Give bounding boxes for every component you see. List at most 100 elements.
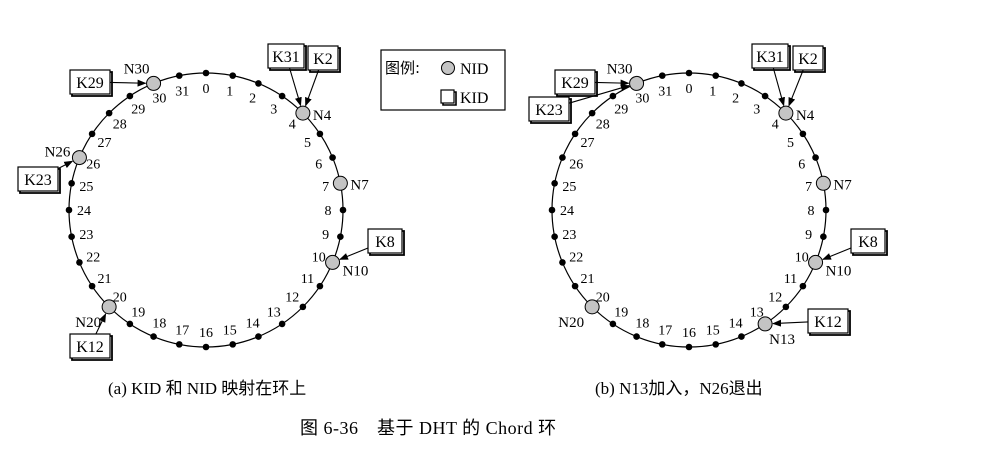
ring-id-label: 19 <box>614 305 628 320</box>
ring-id-label: 7 <box>805 180 812 195</box>
ring-id-label: 6 <box>315 157 322 172</box>
ring-slot-dot <box>685 69 693 77</box>
node-n10 <box>325 254 341 270</box>
caption-b: (b) N13加入，N26退出 <box>595 379 763 398</box>
ring-id-label: 25 <box>562 180 576 195</box>
ring-slot-dot <box>548 206 556 214</box>
ring-id-label: 2 <box>249 91 256 106</box>
ring-id-label: 25 <box>79 180 93 195</box>
node-label: N7 <box>350 177 369 193</box>
ring-id-label: 23 <box>79 228 93 243</box>
ring-slot-dot <box>229 72 237 79</box>
key-arrow <box>568 84 630 104</box>
ring-id-label: 2 <box>732 91 739 106</box>
key-box-shadow <box>794 47 826 73</box>
key-label: K29 <box>76 75 104 92</box>
ring-slot-dot <box>202 69 210 77</box>
node-n30 <box>629 75 645 91</box>
node-label: N7 <box>833 177 852 193</box>
ring-id-label: 8 <box>325 204 332 219</box>
key-box-shadow <box>852 230 888 256</box>
ring-id-label: 18 <box>152 317 166 332</box>
ring-id-label: 28 <box>113 118 127 133</box>
ring-id-label: 28 <box>596 118 610 133</box>
key-label: K2 <box>798 51 818 68</box>
key-arrow <box>57 160 74 170</box>
ring-id-label: 22 <box>569 251 583 266</box>
ring-slot-dot <box>88 130 96 138</box>
key-box-shadow <box>71 71 113 97</box>
key-box-shadow <box>19 168 61 194</box>
ring-id-label: 14 <box>246 317 260 332</box>
ring-slot-dot <box>588 109 596 117</box>
ring-slot-dot <box>202 343 210 351</box>
ring-id-label: 13 <box>750 305 764 320</box>
ring-id-label: 0 <box>686 82 693 97</box>
ring-id-label: 11 <box>301 272 314 287</box>
key-box-k23 <box>528 96 570 122</box>
legend-key-label: KID <box>460 90 488 107</box>
key-label: K31 <box>756 49 784 66</box>
node-label: N10 <box>826 263 852 279</box>
legend-title: 图例: <box>385 59 420 77</box>
ring-id-label: 27 <box>581 136 595 151</box>
ring-id-label: 31 <box>658 84 672 99</box>
ring-id-label: 17 <box>658 324 672 339</box>
ring-slot-dot <box>255 80 262 87</box>
ring-slot-dot <box>316 282 324 290</box>
key-box-k29 <box>69 69 111 95</box>
node-n30 <box>146 75 162 91</box>
ring-slot-dot <box>571 130 579 138</box>
legend-key-icon <box>440 89 455 104</box>
ring-slot-dot <box>337 233 344 241</box>
ring-id-label: 30 <box>635 91 649 106</box>
ring-slot-dot <box>812 154 819 161</box>
ring-id-label: 3 <box>753 103 760 118</box>
key-label: K29 <box>561 75 589 92</box>
ring-id-label: 12 <box>768 290 782 305</box>
node-n7 <box>815 175 831 191</box>
ring-slot-dot <box>65 206 73 214</box>
node-label: N20 <box>558 315 584 331</box>
ring-id-label: 31 <box>175 84 189 99</box>
node-label: N30 <box>607 61 633 77</box>
key-arrow <box>339 247 369 260</box>
ring-id-label: 14 <box>729 317 743 332</box>
legend-node-label: NID <box>460 61 488 78</box>
key-label: K8 <box>375 234 395 251</box>
key-box-k8 <box>850 228 886 254</box>
key-box-k31 <box>751 43 789 69</box>
ring-slot-dot <box>126 92 134 100</box>
legend-key-icon-shadow <box>442 91 457 106</box>
key-box-k2 <box>307 45 339 71</box>
ring-slot-dot <box>782 303 790 311</box>
ring-slot-dot <box>559 259 566 266</box>
key-arrow <box>772 319 809 327</box>
ring-id-label: 9 <box>322 228 329 243</box>
ring-id-label: 5 <box>304 136 311 151</box>
key-box-k12 <box>69 333 111 359</box>
ring-id-label: 26 <box>569 157 583 172</box>
node-label: N20 <box>75 315 101 331</box>
key-arrow <box>772 67 785 107</box>
ring-slot-dot <box>105 109 113 117</box>
ring-slot-dot <box>551 179 558 187</box>
ring-slot-dot <box>712 72 720 79</box>
ring-slot-dot <box>551 233 558 241</box>
ring-slot-dot <box>126 320 134 328</box>
ring-id-label: 11 <box>784 272 797 287</box>
ring-id-label: 23 <box>562 228 576 243</box>
ring-slot-dot <box>329 154 336 161</box>
node-label: N26 <box>45 145 71 161</box>
key-label: K8 <box>858 234 878 251</box>
ring-id-label: 4 <box>772 118 779 133</box>
ring-id-label: 20 <box>596 290 610 305</box>
node-label: N4 <box>313 108 332 124</box>
key-arrow <box>788 69 804 107</box>
ring-slot-dot <box>68 179 75 187</box>
node-n13 <box>757 316 773 332</box>
ring-id-label: 1 <box>709 84 716 99</box>
ring-id-label: 27 <box>98 136 112 151</box>
key-box-k31 <box>267 43 305 69</box>
